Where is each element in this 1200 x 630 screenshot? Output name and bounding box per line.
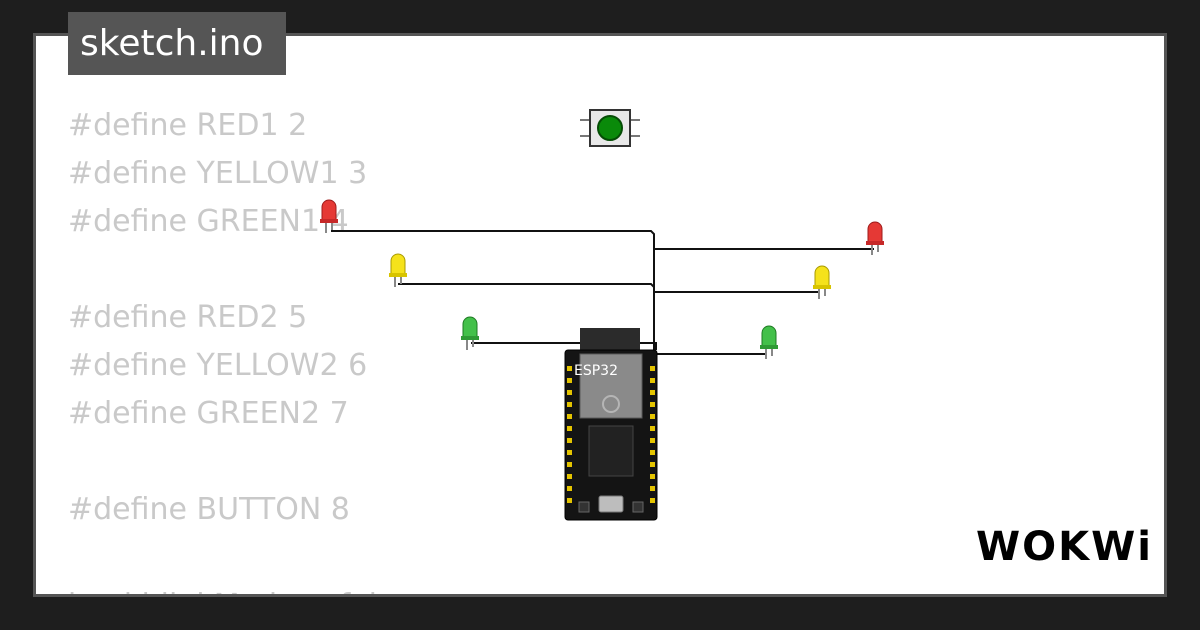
wire-yellow1 xyxy=(398,283,655,350)
push-button[interactable] xyxy=(578,106,642,154)
wire-green1 xyxy=(471,342,657,350)
code-line: #define RED2 5 xyxy=(68,300,308,335)
code-line: #define RED1 2 xyxy=(68,108,308,143)
led-green-1[interactable] xyxy=(459,315,481,351)
code-line: #define YELLOW2 6 xyxy=(68,348,368,383)
file-tab[interactable]: sketch.ino xyxy=(68,12,286,75)
esp32-board[interactable] xyxy=(561,326,661,522)
led-red-1[interactable] xyxy=(318,198,340,234)
code-line: #define BUTTON 8 xyxy=(68,492,350,527)
code-line: #define YELLOW1 3 xyxy=(68,156,368,191)
button-cap xyxy=(597,115,623,141)
led-green-2[interactable] xyxy=(758,324,780,360)
wokwi-logo: WOKWi xyxy=(976,524,1153,570)
wires xyxy=(331,230,874,355)
led-red-2[interactable] xyxy=(864,220,886,256)
code-line: #define GREEN2 7 xyxy=(68,396,349,431)
simulation-canvas[interactable]: #define RED1 2 #define YELLOW1 3 #define G… xyxy=(33,33,1167,597)
code-line: bool blinkMode = false; xyxy=(68,582,421,594)
led-yellow-2[interactable] xyxy=(811,264,833,300)
board-label: ESP32 xyxy=(574,363,618,379)
led-yellow-1[interactable] xyxy=(387,252,409,288)
